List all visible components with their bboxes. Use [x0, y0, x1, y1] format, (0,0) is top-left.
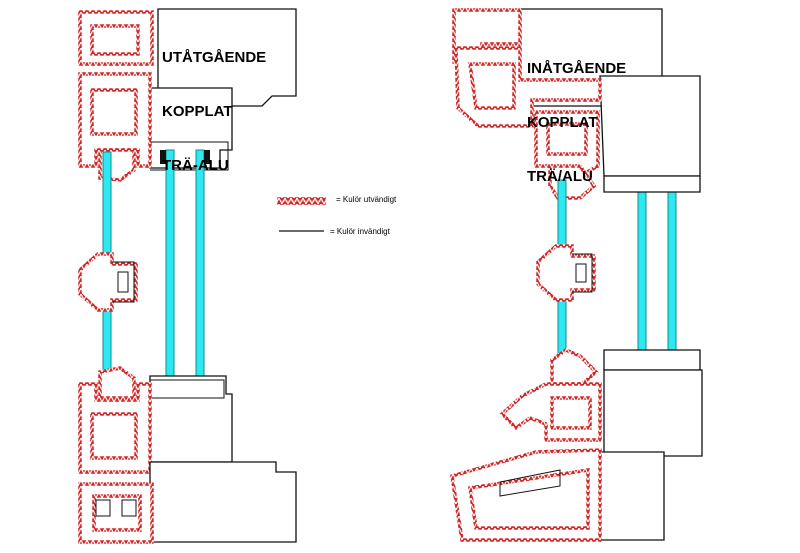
- left-inner-rebate-bottom: [150, 379, 225, 399]
- legend-interior-label: = Kulör invändigt: [330, 227, 390, 236]
- left-title-line-1: UTÅTGÅENDE: [162, 49, 267, 66]
- right-wood-sash-bottom: [603, 369, 703, 457]
- right-coupling-clip: [572, 253, 593, 293]
- right-title: INÅTGÅENDE KOPPLAT TRÄ/ALU: [527, 24, 626, 204]
- right-title-line-3: TRÄ/ALU: [527, 168, 593, 185]
- legend-exterior-label: = Kulör utvändigt: [336, 195, 397, 204]
- left-wood-sash-top: [149, 87, 233, 169]
- left-wood-sash-bottom: [149, 375, 233, 463]
- left-title-line-3: TRÄ-ALU: [162, 157, 229, 174]
- left-inner-rebate-top: [150, 141, 229, 171]
- right-alu-sill: [450, 448, 602, 542]
- left-alu-sash-bottom: [78, 382, 152, 474]
- left-title: UTÅTGÅENDE KOPPLAT TRÄ-ALU: [162, 13, 266, 193]
- left-alu-frame-top: [78, 10, 154, 66]
- left-alu-frame-bottom: [78, 482, 154, 544]
- legend-exterior-swatch: [277, 197, 326, 205]
- left-coupling-clip: [112, 261, 135, 303]
- left-spacer-top-a: [160, 150, 166, 164]
- left-coupling-profile: [78, 252, 138, 312]
- left-title-line-2: KOPPLAT: [162, 103, 233, 120]
- legend: [277, 197, 326, 232]
- right-inner-glass-pane-2: [667, 177, 677, 367]
- left-sill-detail: [95, 499, 137, 517]
- left-section: [78, 8, 297, 544]
- right-alu-sash-top: [454, 46, 602, 128]
- right-wood-sash-mid: [603, 175, 701, 371]
- right-title-line-2: KOPPLAT: [527, 114, 598, 131]
- right-sill-detail: [499, 469, 561, 497]
- right-glazing-bead-bottom: [550, 348, 599, 386]
- left-spacer-top-b: [204, 150, 210, 164]
- left-glazing-bead-bottom: [98, 366, 136, 400]
- left-wood-frame-bottom: [149, 461, 297, 543]
- right-alu-sash-bottom: [499, 382, 602, 442]
- right-section: [450, 8, 703, 542]
- right-coupling-profile: [536, 244, 596, 302]
- right-title-line-1: INÅTGÅENDE: [527, 60, 627, 77]
- right-wood-frame-bottom: [599, 451, 665, 541]
- left-alu-sash-top: [78, 72, 152, 168]
- right-inner-glass-pane-1: [637, 177, 647, 367]
